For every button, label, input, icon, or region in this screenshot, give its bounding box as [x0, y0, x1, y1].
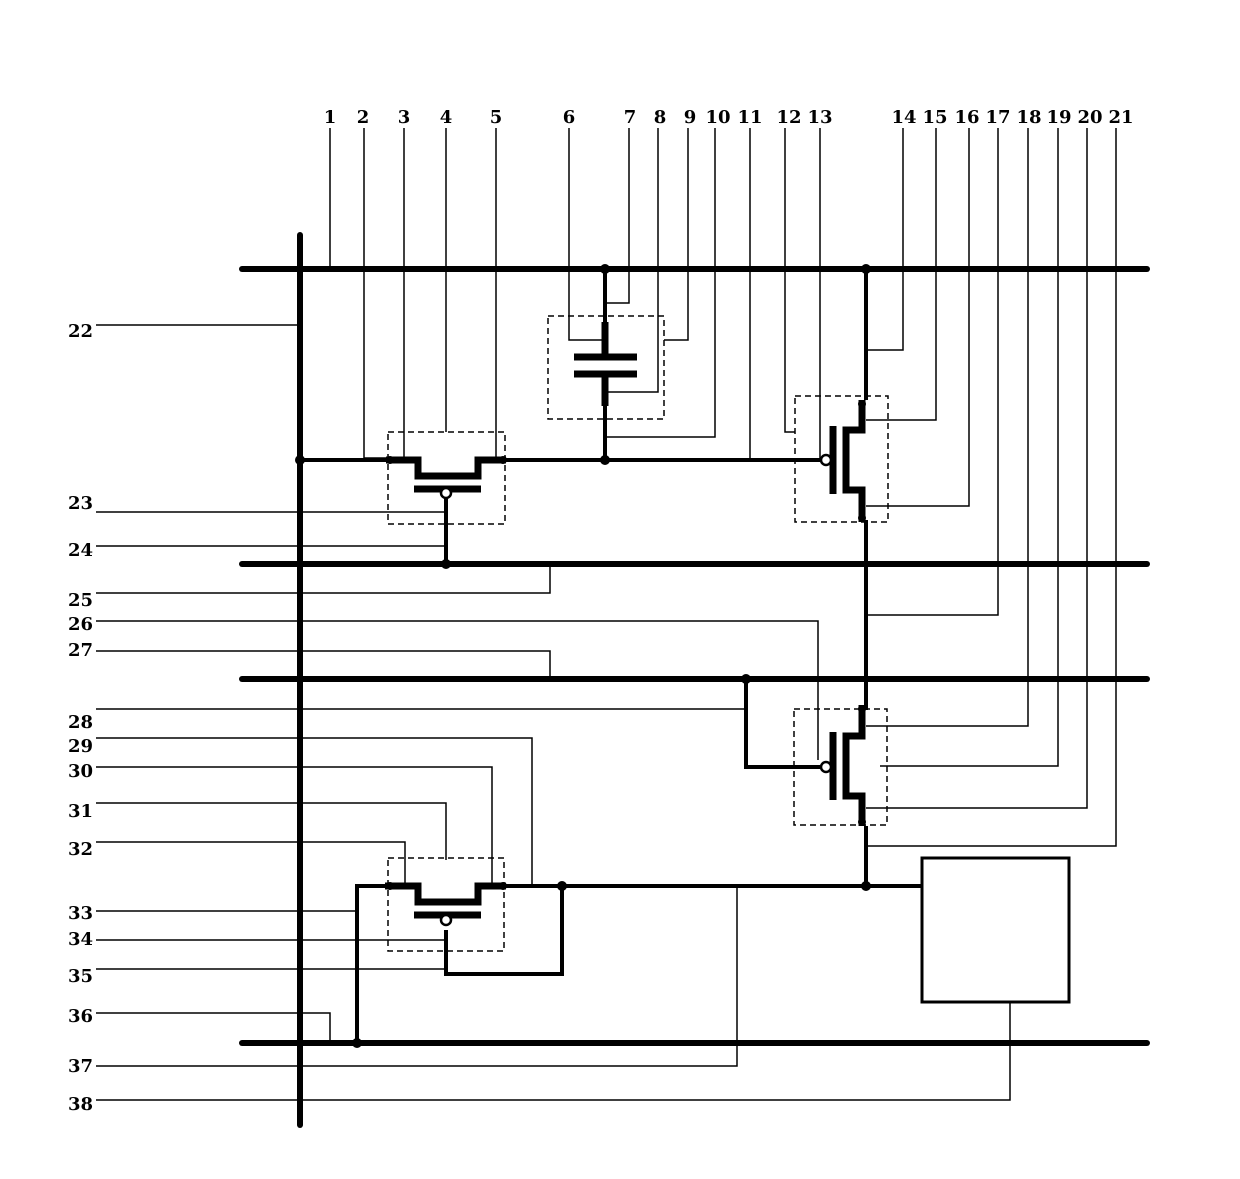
- label-left-38: 38: [68, 1094, 93, 1115]
- label-left-27: 27: [68, 640, 93, 661]
- junction-t2-source: [858, 514, 866, 522]
- leader-15: [866, 128, 936, 420]
- label-left-25: 25: [68, 590, 93, 611]
- leader-9: [664, 128, 688, 340]
- label-left-30: 30: [68, 761, 93, 782]
- label-top-20: 20: [1077, 107, 1102, 128]
- emission-transistor-gate-bubble: [821, 762, 831, 772]
- driving-transistor-gate-bubble: [821, 455, 831, 465]
- wire-t4-to-ground: [357, 886, 392, 1043]
- leader-7: [607, 128, 629, 303]
- label-top-12: 12: [776, 107, 801, 128]
- label-top-8: 8: [654, 107, 667, 128]
- label-top-16: 16: [954, 107, 979, 128]
- label-top-5: 5: [490, 107, 503, 128]
- leader-14: [866, 128, 903, 350]
- junction-data-gate: [295, 455, 305, 465]
- storage-capacitor: [548, 316, 664, 419]
- label-top-13: 13: [807, 107, 832, 128]
- leader-31: [96, 803, 446, 860]
- leader-6: [569, 128, 605, 340]
- emission-transistor-channel: [846, 705, 862, 826]
- label-left-29: 29: [68, 736, 93, 757]
- label-top-21: 21: [1108, 107, 1133, 128]
- junction-cap-bottom: [600, 455, 610, 465]
- leader-36: [96, 1013, 330, 1042]
- label-left-24: 24: [68, 540, 93, 561]
- switching-transistor-channel: [386, 460, 506, 476]
- label-top-2: 2: [357, 107, 370, 128]
- junction-t4-drain: [386, 882, 394, 890]
- label-left-33: 33: [68, 903, 93, 924]
- leader-30: [96, 767, 492, 886]
- label-left-22: 22: [68, 321, 93, 342]
- wire-t3-gate: [746, 679, 820, 767]
- label-top-1: 1: [324, 107, 337, 128]
- label-top-17: 17: [985, 107, 1010, 128]
- top-labels: 1 2 3 4 5 6 7 8 9 10 11 12 13 14 15 16 1…: [324, 107, 1134, 128]
- label-left-36: 36: [68, 1006, 93, 1027]
- label-top-11: 11: [737, 107, 762, 128]
- label-top-15: 15: [922, 107, 947, 128]
- leader-32: [96, 842, 405, 886]
- label-top-14: 14: [891, 107, 916, 128]
- label-top-7: 7: [624, 107, 637, 128]
- label-left-26: 26: [68, 614, 93, 635]
- leader-16: [866, 128, 969, 506]
- label-top-10: 10: [705, 107, 730, 128]
- junction-anode-node: [861, 881, 871, 891]
- leader-12: [785, 128, 795, 432]
- junction-t4-loop: [557, 881, 567, 891]
- label-left-37: 37: [68, 1056, 93, 1077]
- label-top-19: 19: [1046, 107, 1071, 128]
- leader-2: [364, 128, 392, 458]
- label-left-31: 31: [68, 801, 93, 822]
- junction-t2-drain: [858, 400, 866, 408]
- leader-18: [866, 128, 1028, 726]
- leader-8: [607, 128, 658, 392]
- label-top-6: 6: [563, 107, 576, 128]
- junction-t3-source: [858, 818, 866, 826]
- junction-vdd-right: [861, 264, 871, 274]
- junction-t1-drain: [386, 456, 394, 464]
- leader-27: [96, 651, 550, 678]
- light-emitting-element: [922, 858, 1069, 1002]
- junction-cap-top: [600, 264, 610, 274]
- junction-t1-gate-scan: [441, 559, 451, 569]
- wires: [300, 269, 922, 1043]
- junction-scan2-gate: [741, 674, 751, 684]
- label-left-23: 23: [68, 493, 93, 514]
- leader-29: [96, 738, 532, 886]
- label-left-34: 34: [68, 929, 93, 950]
- label-top-9: 9: [684, 107, 697, 128]
- label-left-28: 28: [68, 712, 93, 733]
- leader-20: [866, 128, 1087, 808]
- label-left-32: 32: [68, 839, 93, 860]
- junction-t4-source: [499, 882, 507, 890]
- leader-38: [96, 996, 1010, 1100]
- leader-25: [96, 566, 550, 593]
- driving-transistor-channel: [846, 400, 862, 522]
- label-top-4: 4: [440, 107, 453, 128]
- leader-10: [607, 128, 715, 437]
- reset-transistor-channel: [385, 886, 506, 902]
- reset-transistor-gate-bubble: [441, 915, 451, 925]
- label-top-18: 18: [1016, 107, 1041, 128]
- label-top-3: 3: [398, 107, 411, 128]
- left-labels: 22 23 24 25 26 27 28 29 30 31 32 33 34 3…: [68, 321, 93, 1115]
- junction-ground: [352, 1038, 362, 1048]
- junction-t1-source: [499, 456, 507, 464]
- junction-t3-drain: [858, 705, 866, 713]
- label-left-35: 35: [68, 966, 93, 987]
- switching-transistor-gate-bubble: [441, 488, 451, 498]
- leader-17: [866, 128, 998, 615]
- leader-26: [96, 621, 818, 760]
